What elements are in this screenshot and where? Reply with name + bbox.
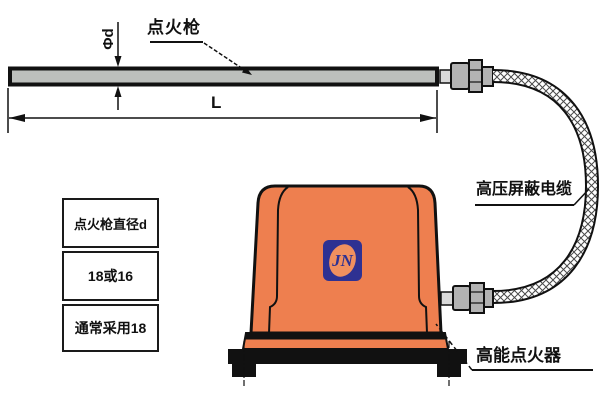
cable-label: 高压屏蔽电缆 [476,181,573,198]
length-dimension [7,88,438,133]
spec-table-row-values: 18或16 [62,251,159,301]
igniter-outlet-fitting [440,282,494,314]
body-seam-left [268,186,289,334]
igniter-leader [435,323,593,371]
cable-leader [475,188,590,206]
ignition-gun-label: 点火枪 [147,18,201,37]
spec-table-row-note: 通常采用18 [62,304,159,352]
body-seam-right [407,186,428,334]
logo-text: JN [332,251,353,270]
diameter-dimension [114,22,122,110]
rod-end-fitting [439,59,494,93]
length-label: L [211,93,222,112]
spec-table: 点火枪直径d 18或16 通常采用18 [62,198,159,355]
spec-table-row-header: 点火枪直径d [62,198,159,248]
ignition-gun-rod [8,66,439,87]
ignition-gun-leader [150,41,252,75]
igniter-label: 高能点火器 [476,346,561,365]
diameter-label: Φd [100,28,117,50]
high-voltage-shielded-cable [492,69,600,304]
mounting-plate [228,341,467,386]
logo-badge [323,240,362,281]
